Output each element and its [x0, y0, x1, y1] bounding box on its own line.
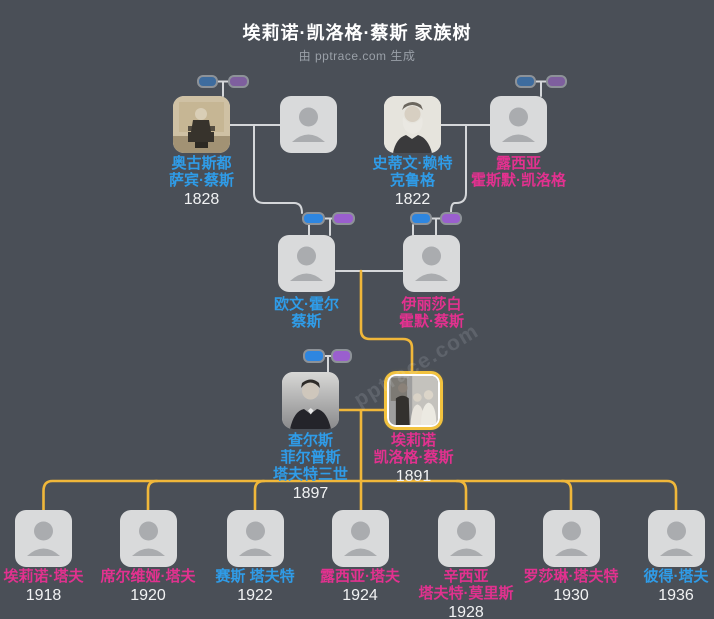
person-photo-p7[interactable]: [282, 372, 339, 429]
person-name: 露西亚 霍斯默·凯洛格: [471, 155, 566, 189]
portrait-photo: [173, 96, 230, 153]
page-subtitle: 由 pptrace.com 生成: [298, 49, 416, 63]
mother-chip[interactable]: [332, 212, 355, 225]
mother-chip[interactable]: [331, 349, 352, 363]
person-photo-c5[interactable]: [438, 510, 495, 567]
person-photo-c3[interactable]: [227, 510, 284, 567]
person-year: 1897: [292, 485, 329, 502]
person-node-c4[interactable]: 露西亚·塔夫 1924: [292, 568, 428, 605]
person-photo-c2[interactable]: [120, 510, 177, 567]
person-photo-p1[interactable]: [173, 96, 230, 153]
person-node-c7[interactable]: 彼得·塔夫 1936: [608, 568, 714, 605]
person-silhouette-icon: [344, 521, 377, 556]
person-photo-c4[interactable]: [332, 510, 389, 567]
person-name: 欧文·霍尔 蔡斯: [274, 296, 339, 330]
person-name: 辛西亚 塔夫特·莫里斯: [418, 568, 514, 602]
person-node-p3[interactable]: 史蒂文·赖特 克鲁格 1822: [345, 155, 481, 209]
person-year: 1924: [342, 587, 378, 604]
person-photo-p8[interactable]: [384, 371, 443, 430]
person-node-c6[interactable]: 罗莎琳·塔夫特 1930: [503, 568, 639, 605]
page-title: 埃莉诺·凯洛格·蔡斯 家族树: [242, 23, 472, 43]
person-silhouette-icon: [660, 521, 693, 556]
person-name: 露西亚·塔夫: [320, 568, 400, 585]
person-year: 1922: [237, 587, 273, 604]
person-name: 赛斯 塔夫特: [215, 568, 295, 585]
person-photo-p6[interactable]: [403, 235, 460, 292]
person-name: 埃莉诺·塔夫: [3, 568, 84, 585]
person-photo-c7[interactable]: [648, 510, 705, 567]
person-name: 查尔斯 菲尔普斯 塔夫特三世: [272, 432, 348, 483]
person-silhouette-icon: [502, 107, 535, 142]
person-year: 1930: [553, 587, 589, 604]
person-node-c5[interactable]: 辛西亚 塔夫特·莫里斯 1928: [398, 568, 534, 619]
person-silhouette-icon: [555, 521, 588, 556]
person-silhouette-icon: [27, 521, 60, 556]
person-photo-p2[interactable]: [280, 96, 337, 153]
person-node-p6[interactable]: 伊丽莎白 霍默·蔡斯: [364, 296, 500, 331]
person-year: 1822: [394, 191, 431, 208]
person-node-c1[interactable]: 埃莉诺·塔夫 1918: [0, 568, 112, 605]
person-name: 史蒂文·赖特 克鲁格: [372, 155, 453, 189]
father-chip[interactable]: [197, 75, 218, 88]
portrait-photo: [384, 96, 441, 153]
person-year: 1920: [130, 587, 166, 604]
person-photo-c1[interactable]: [15, 510, 72, 567]
mother-chip[interactable]: [440, 212, 462, 225]
person-name: 伊丽莎白 霍默·蔡斯: [399, 296, 464, 330]
father-chip[interactable]: [515, 75, 536, 88]
gold-connectors: [42, 269, 678, 512]
person-node-p8[interactable]: 埃莉诺 凯洛格·蔡斯 1891: [346, 432, 482, 486]
person-node-c2[interactable]: 席尔维娅·塔夫 1920: [80, 568, 216, 605]
father-chip[interactable]: [410, 212, 432, 225]
person-photo-c6[interactable]: [543, 510, 600, 567]
person-year: 1928: [448, 604, 484, 619]
person-year: 1828: [183, 191, 220, 208]
person-silhouette-icon: [290, 246, 323, 281]
person-node-p4[interactable]: 露西亚 霍斯默·凯洛格: [451, 155, 587, 190]
person-name: 彼得·塔夫: [643, 568, 709, 585]
person-name: 罗莎琳·塔夫特: [523, 568, 619, 585]
person-silhouette-icon: [450, 521, 483, 556]
person-photo-p4[interactable]: [490, 96, 547, 153]
person-node-c3[interactable]: 赛斯 塔夫特 1922: [187, 568, 323, 605]
father-chip[interactable]: [302, 212, 325, 225]
person-year: 1918: [25, 587, 62, 604]
person-name: 埃莉诺 凯洛格·蔡斯: [373, 432, 454, 466]
person-name: 席尔维娅·塔夫: [100, 568, 196, 585]
father-chip[interactable]: [303, 349, 325, 363]
person-silhouette-icon: [132, 521, 165, 556]
person-year: 1891: [395, 468, 432, 485]
mother-chip[interactable]: [546, 75, 567, 88]
portrait-photo: [282, 372, 339, 429]
person-photo-p5[interactable]: [278, 235, 335, 292]
person-node-p7[interactable]: 查尔斯 菲尔普斯 塔夫特三世 1897: [243, 432, 379, 503]
person-silhouette-icon: [239, 521, 272, 556]
person-silhouette-icon: [292, 107, 325, 142]
person-node-p1[interactable]: 奥古斯都 萨宾·蔡斯 1828: [134, 155, 270, 209]
person-name: 奥古斯都 萨宾·蔡斯: [169, 155, 234, 189]
portrait-photo: [389, 376, 438, 425]
gray-connectors: [217, 80, 547, 373]
person-photo-p3[interactable]: [384, 96, 441, 153]
mother-chip[interactable]: [228, 75, 249, 88]
person-node-p5[interactable]: 欧文·霍尔 蔡斯: [239, 296, 375, 331]
person-silhouette-icon: [415, 246, 448, 281]
person-year: 1936: [658, 587, 694, 604]
